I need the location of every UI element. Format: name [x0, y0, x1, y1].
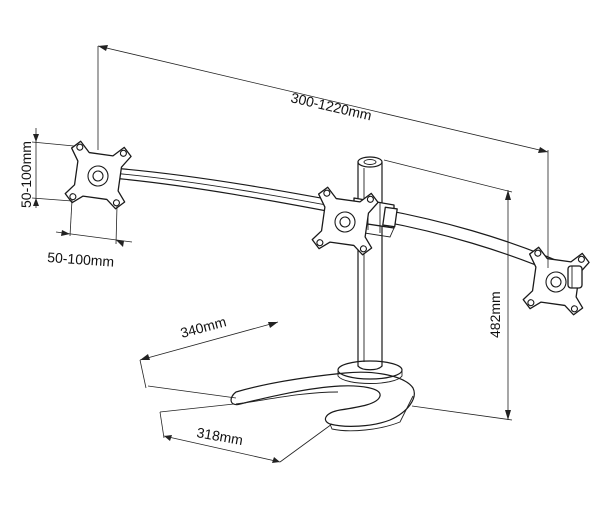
label-span: 300-1220mm [289, 89, 373, 123]
vesa-plate-right [522, 246, 590, 316]
label-base-length: 340mm [179, 313, 228, 341]
label-base-depth: 318mm [195, 424, 244, 448]
dimension-vesa-width [55, 199, 133, 247]
right-tilt-knob [567, 265, 583, 289]
vesa-plate-left [64, 140, 132, 210]
vesa-plate-center [311, 186, 379, 256]
stand-base [230, 360, 415, 432]
dimension-vesa-height [31, 128, 75, 208]
label-vesa-height: 50-100mm [18, 141, 34, 208]
dimension-base-depth [159, 403, 333, 463]
dimension-span [97, 45, 549, 268]
pole [357, 156, 383, 371]
label-vesa-width: 50-100mm [47, 249, 115, 270]
label-pole-height: 482mm [487, 291, 503, 338]
dimension-base-length [139, 321, 279, 399]
dimension-pole-height [383, 159, 513, 421]
